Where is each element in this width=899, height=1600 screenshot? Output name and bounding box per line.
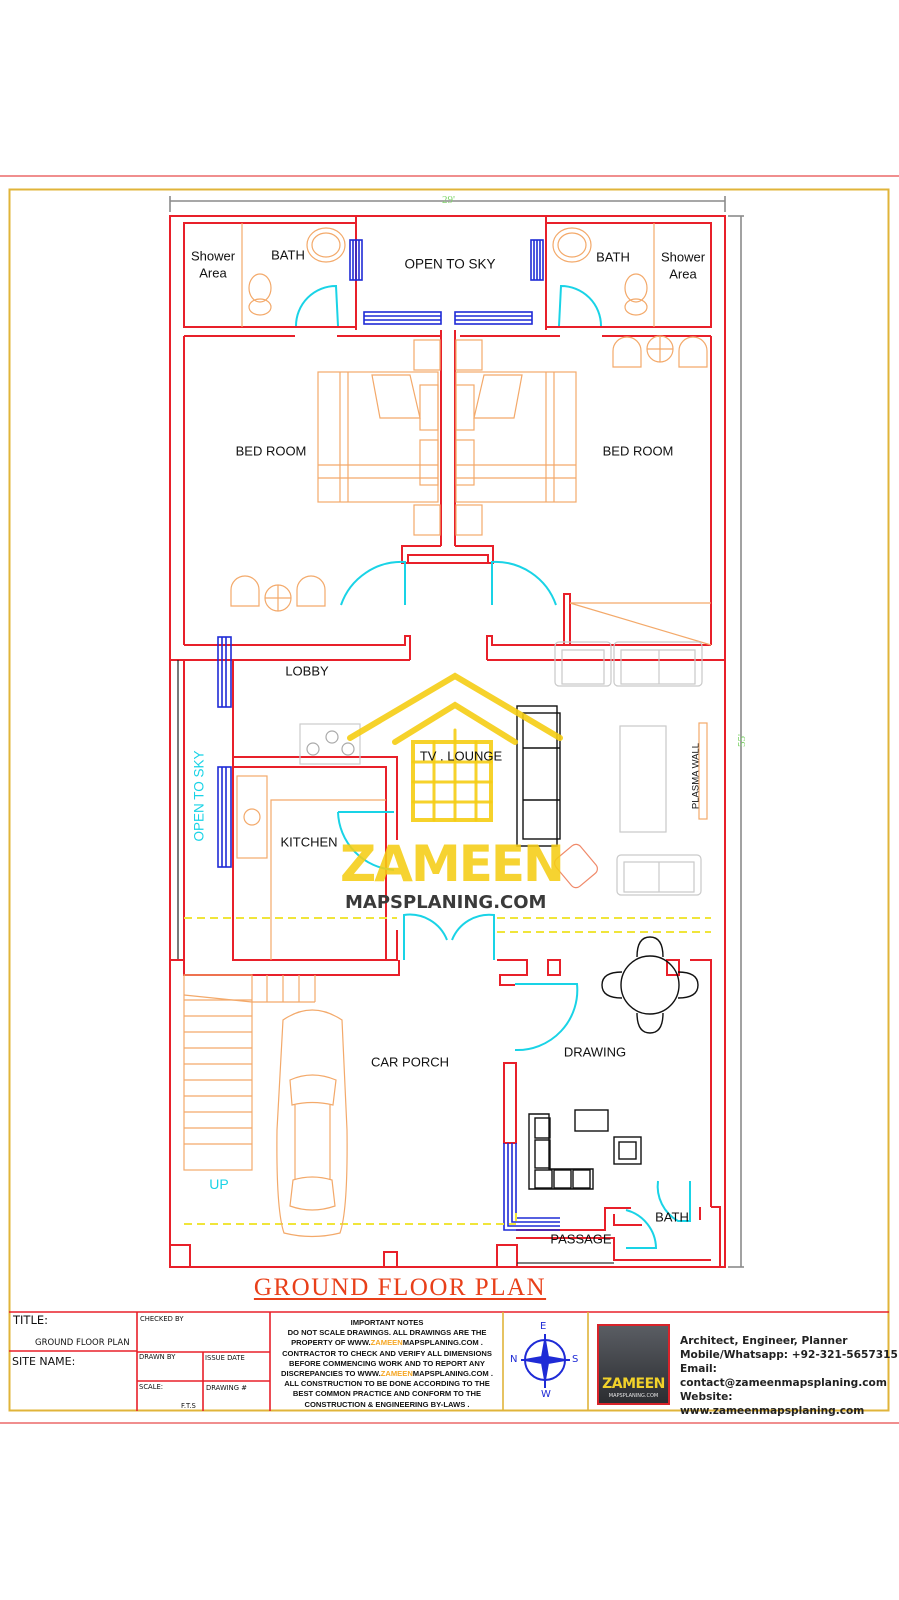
room-label-kitchen: KITCHEN	[280, 834, 338, 850]
drawn-by-label: DRAWN BY	[139, 1353, 176, 1361]
room-label-bed-room-right: BED ROOM	[602, 443, 674, 459]
room-label-tv-lounge: TV . LOUNGE	[419, 748, 503, 764]
room-label-shower-right-2: Area	[669, 266, 697, 282]
notes-heading: IMPORTANT NOTES	[350, 1318, 424, 1327]
notes-line: PROPERTY OF WWW.ZAMEENMAPSPLANING.COM .	[291, 1338, 483, 1348]
notes-line: BEFORE COMMENCING WORK AND TO REPORT ANY	[289, 1358, 485, 1368]
company-logo: ZAMEEN MAPSPLANING.COM	[597, 1324, 670, 1405]
label-plasma-wall: PLASMA WALL	[690, 742, 702, 810]
compass-graphic	[521, 1334, 570, 1388]
logo-subtitle: MAPSPLANING.COM	[608, 1393, 659, 1399]
black-furniture	[516, 705, 699, 1190]
title-value: GROUND FLOOR PLAN	[35, 1338, 130, 1348]
room-label-drawing: DRAWING	[563, 1044, 627, 1060]
title-block-dividers	[502, 1312, 589, 1411]
logo-word: ZAMEEN	[602, 1376, 665, 1392]
notes-line: DISCREPANCIES TO WWW.ZAMEENMAPSPLANING.C…	[281, 1369, 493, 1379]
title-label: TITLE:	[13, 1313, 48, 1327]
furniture	[183, 223, 712, 1238]
label-open-to-sky-side: OPEN TO SKY	[191, 750, 207, 842]
compass-west-label: W	[541, 1389, 551, 1400]
room-label-shower-right-1: Shower	[660, 249, 706, 265]
width-dimension-label: 29'	[442, 194, 455, 206]
notes-line: DO NOT SCALE DRAWINGS. ALL DRAWINGS ARE …	[287, 1328, 487, 1338]
contact-role: Architect, Engineer, Planner	[680, 1335, 848, 1347]
contact-phone: Mobile/Whatsapp: +92-321-5657315	[680, 1349, 898, 1361]
depth-dimension-label: 55'	[735, 734, 748, 747]
room-label-bed-room-left: BED ROOM	[235, 443, 307, 459]
compass-north-label: N	[510, 1354, 518, 1365]
drawing-frame	[8, 188, 890, 1412]
drawing-number-label: DRAWING #	[206, 1384, 247, 1392]
issue-date-label: ISSUE DATE	[205, 1354, 245, 1362]
notes-line: CONTRACTOR TO CHECK AND VERIFY ALL DIMEN…	[282, 1348, 492, 1358]
notes-line: ALL CONSTRUCTION TO BE DONE ACCORDING TO…	[284, 1379, 490, 1389]
scale-label: SCALE:	[139, 1383, 164, 1391]
room-label-passage: PASSAGE	[550, 1231, 612, 1247]
label-stairs-up: UP	[209, 1176, 229, 1192]
room-label-bath-right: BATH	[596, 249, 630, 265]
title-block-grid	[9, 1311, 889, 1411]
contact-email: Email: contact@zameenmapsplaning.com	[680, 1363, 887, 1389]
room-label-lobby: LOBBY	[285, 663, 329, 679]
doors	[295, 284, 691, 1249]
watermark-subtitle: MAPSPLANING.COM	[345, 892, 547, 913]
important-notes: IMPORTANT NOTES DO NOT SCALE DRAWINGS. A…	[272, 1318, 502, 1410]
drawing-title: GROUND FLOOR PLAN	[253, 1274, 547, 1301]
room-label-bath-bottom: BATH	[655, 1209, 689, 1225]
compass-east-label: E	[540, 1321, 547, 1332]
notes-line: CONSTRUCTION & ENGINEERING BY-LAWS .	[304, 1399, 470, 1409]
room-label-shower-left-2: Area	[199, 265, 227, 281]
room-label-open-to-sky-top: OPEN TO SKY	[404, 256, 496, 272]
contact-website: Website: www.zameenmapsplaning.com	[680, 1391, 865, 1417]
site-name-label: SITE NAME:	[12, 1355, 76, 1368]
lounge-sofas	[554, 641, 703, 896]
room-label-bath-left: BATH	[271, 247, 305, 263]
watermark-house-icon	[347, 672, 563, 822]
checked-by-label: CHECKED BY	[140, 1315, 184, 1323]
windows	[217, 239, 560, 1231]
compass-south-label: S	[572, 1354, 579, 1365]
notes-line: BEST COMMON PRACTICE AND CONFORM TO THE	[292, 1389, 482, 1399]
watermark-word: ZAMEEN	[340, 835, 565, 893]
room-label-car-porch: CAR PORCH	[370, 1054, 450, 1070]
dimension-lines	[169, 196, 744, 1268]
scale-value: F.T.S	[181, 1402, 196, 1410]
room-label-shower-left-1: Shower	[190, 248, 236, 264]
contact-info: Architect, Engineer, Planner Mobile/What…	[680, 1334, 899, 1418]
beam-lines	[184, 917, 711, 1225]
